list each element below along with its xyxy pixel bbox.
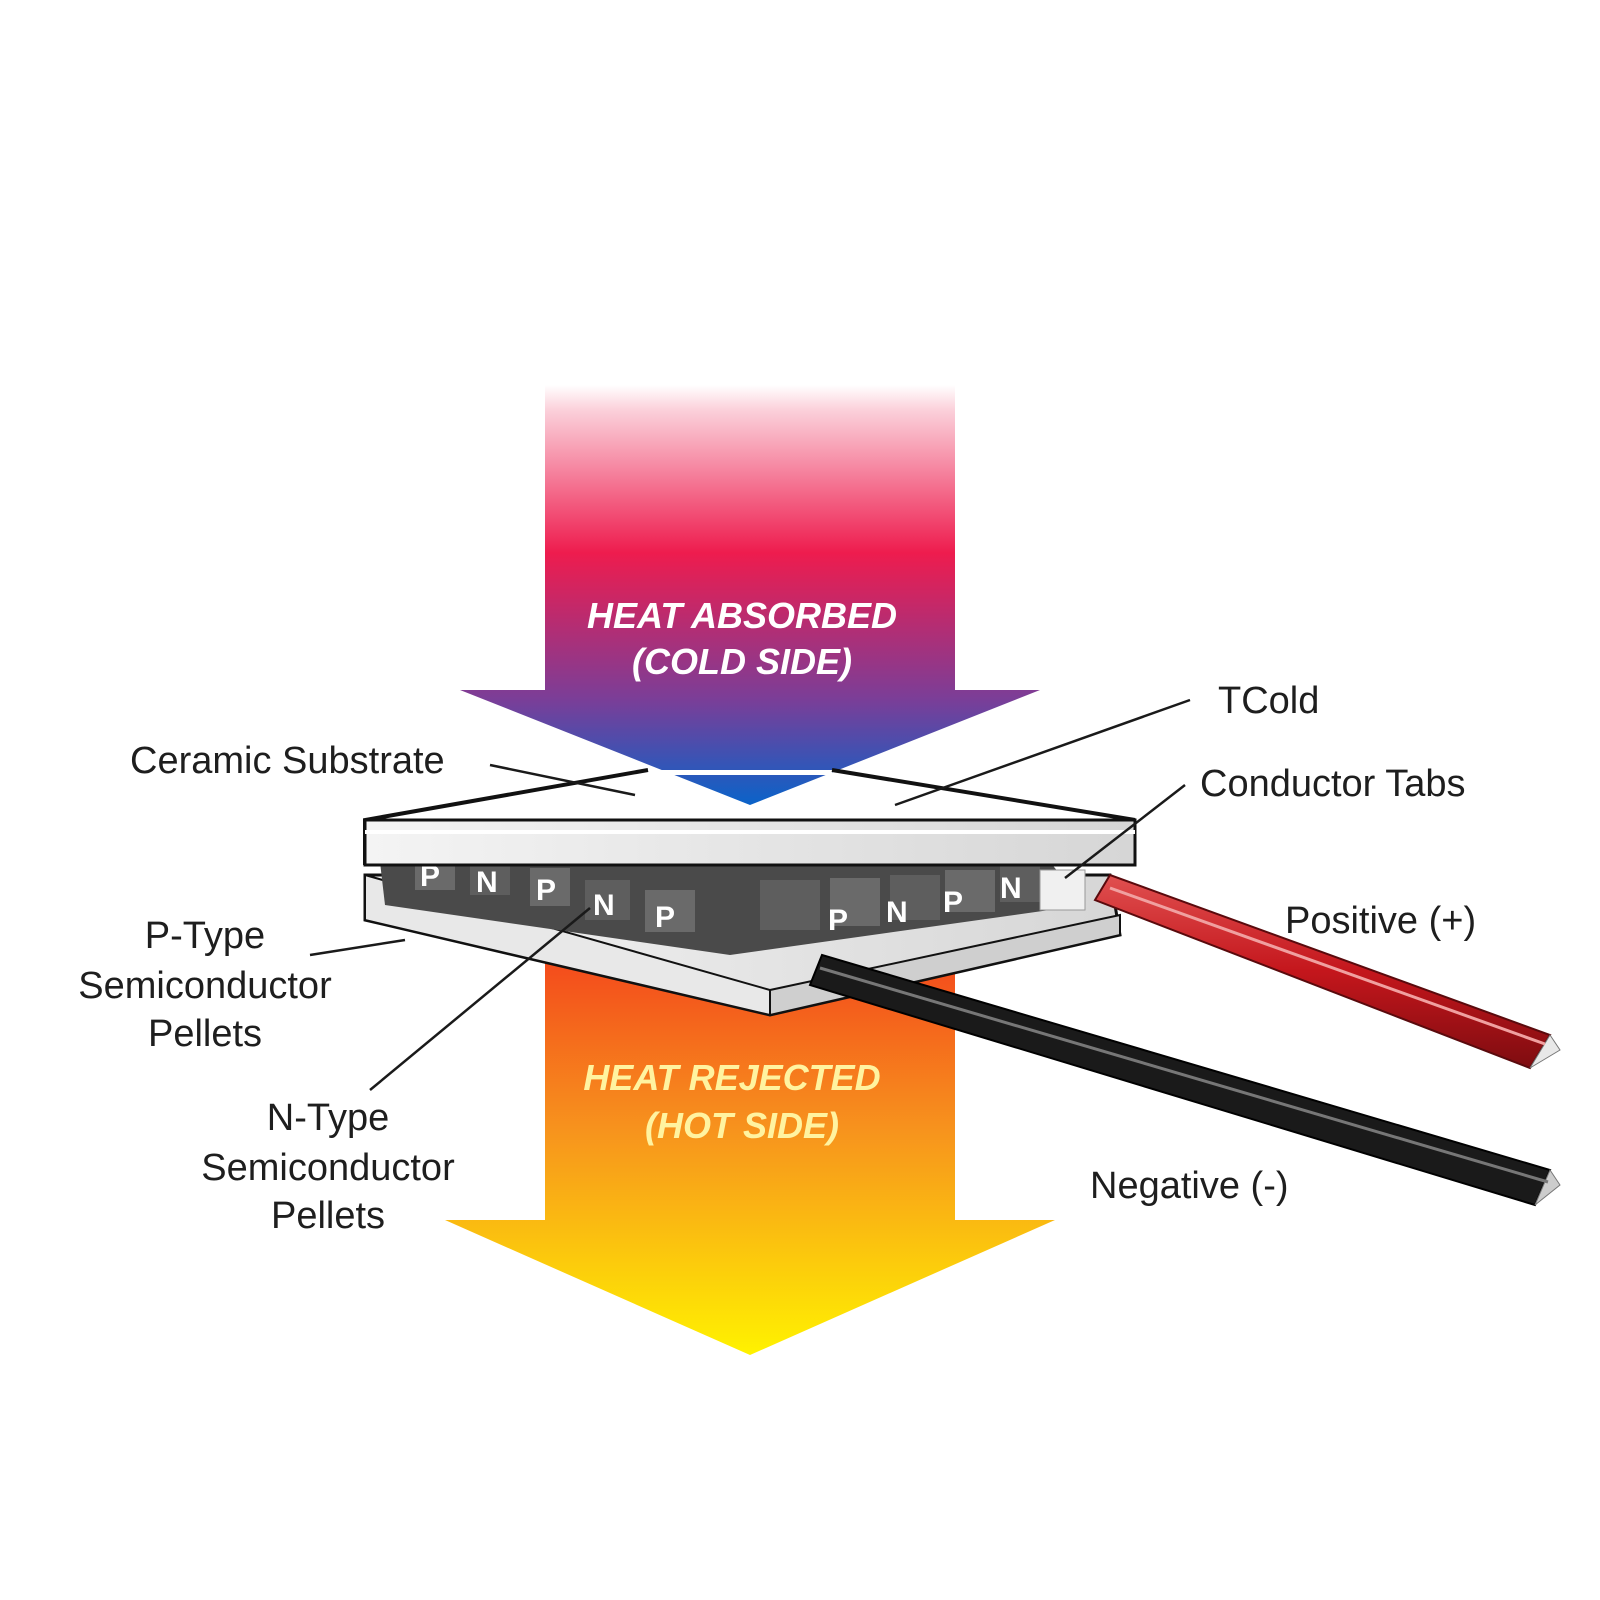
n-type-label-line3: Pellets — [271, 1195, 385, 1237]
pellet-label: P — [943, 886, 963, 919]
n-type-label-line2: Semiconductor — [201, 1147, 455, 1189]
pellet-label: P — [828, 904, 848, 937]
pellet-layer: P N P N P P N P N — [380, 855, 1086, 955]
pellet-label: N — [886, 896, 908, 929]
pellet-label: N — [593, 889, 615, 922]
hot-side-text: (HOT SIDE) — [645, 1105, 839, 1146]
pellet-label: P — [420, 860, 440, 893]
heat-absorbed-arrow — [460, 385, 1040, 805]
ceramic-substrate-label: Ceramic Substrate — [130, 740, 445, 782]
ceramic-substrate-leader — [489, 763, 636, 797]
pellet-label: P — [536, 874, 556, 907]
heat-rejected-arrow — [445, 950, 1055, 1355]
positive-wire — [1093, 873, 1561, 1070]
tcold-label: TCold — [1218, 680, 1319, 722]
p-type-label-line1: P-Type — [145, 915, 265, 957]
p-type-label-line3: Pellets — [148, 1013, 262, 1055]
pellet-label: P — [655, 901, 675, 934]
positive-label: Positive (+) — [1285, 900, 1476, 942]
tcold-leader — [894, 698, 1191, 807]
p-type-label-line2: Semiconductor — [78, 965, 332, 1007]
pellet-label: N — [1000, 872, 1022, 905]
conductor-tabs-leader — [1064, 784, 1186, 879]
p-type-leader — [309, 938, 406, 957]
negative-label: Negative (-) — [1090, 1165, 1289, 1207]
n-type-label-line1: N-Type — [267, 1097, 389, 1139]
heat-rejected-text: HEAT REJECTED — [583, 1057, 880, 1098]
cold-side-text: (COLD SIDE) — [632, 641, 852, 682]
n-type-leader — [369, 907, 591, 1091]
heat-absorbed-text: HEAT ABSORBED — [587, 595, 897, 636]
negative-wire — [808, 953, 1561, 1207]
pellet-label: N — [476, 866, 498, 899]
top-ceramic-plate — [363, 768, 1137, 867]
conductor-tabs-label: Conductor Tabs — [1200, 763, 1465, 805]
